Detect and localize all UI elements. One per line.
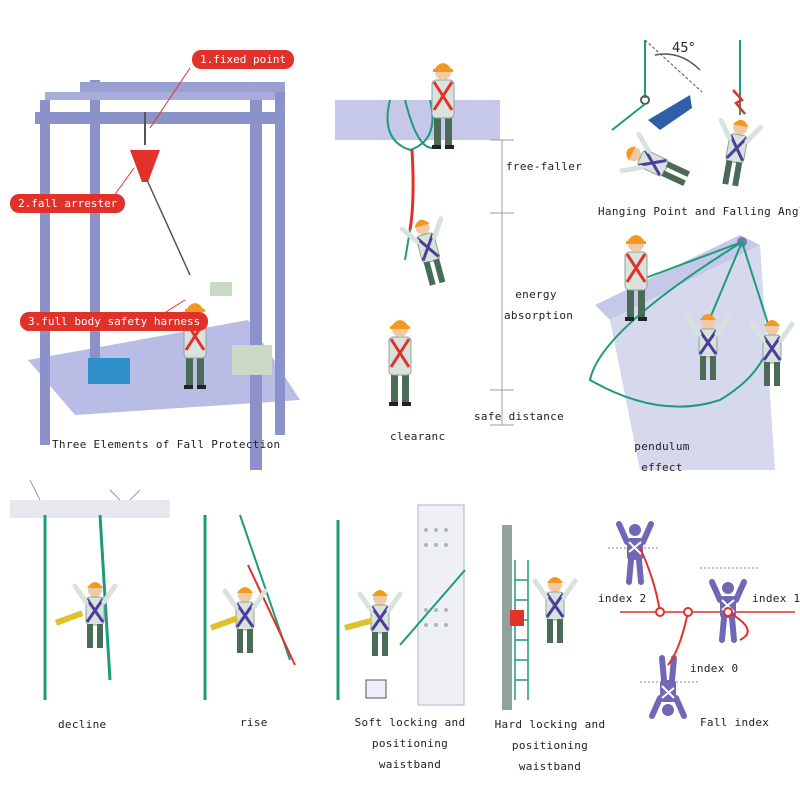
paint-bucket — [365, 679, 387, 699]
label-index-1: index 1 — [752, 592, 800, 605]
frame-post-right — [250, 100, 262, 470]
caption-soft-locking: Soft locking and positioning waistband — [354, 716, 466, 771]
pendulum-panel — [588, 233, 792, 470]
pendulum-swing-path — [588, 241, 771, 408]
hanging-point-panel — [611, 39, 761, 197]
pendulum-wall — [610, 245, 775, 470]
caption-hanging-point: Hanging Point and Falling Angle — [598, 205, 800, 218]
caption-three-elements: Three Elements of Fall Protection — [52, 438, 281, 451]
fall-arrester-device — [130, 150, 160, 182]
bricks — [232, 345, 272, 375]
frame-post-back — [90, 80, 100, 360]
caption-rise: rise — [240, 716, 268, 729]
toolbox — [88, 358, 130, 384]
hard-locking-panel — [502, 525, 575, 710]
soft-locking-panel — [336, 504, 466, 706]
index-0-figure — [652, 658, 684, 716]
caption-decline: decline — [58, 718, 107, 731]
caption-hard-locking: Hard locking and positioning waistband — [494, 718, 606, 773]
rise-panel — [203, 514, 296, 700]
caption-pendulum: pendulum effect — [634, 440, 690, 474]
lifeline — [146, 179, 191, 276]
frame-post-right-back — [275, 85, 285, 435]
label-fall-arrester: 2.fall arrester — [10, 194, 126, 213]
anchor-index-0 — [683, 607, 693, 617]
roof-ledge — [335, 100, 500, 140]
angle-label: 45° — [672, 41, 695, 56]
anchor-index-1 — [723, 607, 733, 617]
anchor-index-2 — [655, 607, 665, 617]
hard-locking-worker — [535, 577, 575, 643]
label-harness: 3.full body safety harness — [20, 312, 209, 331]
fall-index-panel — [608, 524, 795, 716]
label-fixed-point: 1.fixed point — [192, 50, 295, 69]
caption-fall-index: Fall index — [700, 716, 770, 729]
caption-clearance: clearanc — [390, 430, 446, 443]
index-2-figure — [619, 524, 651, 582]
frame-beam-front — [35, 112, 275, 124]
impact-bolt-icon — [732, 89, 746, 115]
overhead-beam — [10, 500, 170, 518]
frame-post-left — [40, 100, 50, 445]
zone-energy-absorption: energy absorption — [504, 288, 574, 322]
clearance-panel — [335, 61, 514, 426]
lanyard — [408, 149, 415, 231]
frame-beam-back — [80, 82, 285, 92]
zone-free-faller: free-faller — [506, 160, 583, 173]
label-index-2: index 2 — [598, 592, 647, 605]
platform — [28, 320, 300, 415]
decline-panel — [10, 479, 170, 700]
arrested-worker — [387, 318, 413, 408]
angled-worker — [618, 133, 695, 197]
label-index-0: index 0 — [690, 662, 739, 675]
steel-column — [417, 504, 465, 706]
angle-arc — [654, 53, 701, 71]
hanging-worker — [710, 116, 761, 188]
hard-pole — [502, 525, 512, 710]
zone-safe-distance: safe distance — [474, 410, 564, 423]
three-elements-panel — [28, 67, 300, 470]
